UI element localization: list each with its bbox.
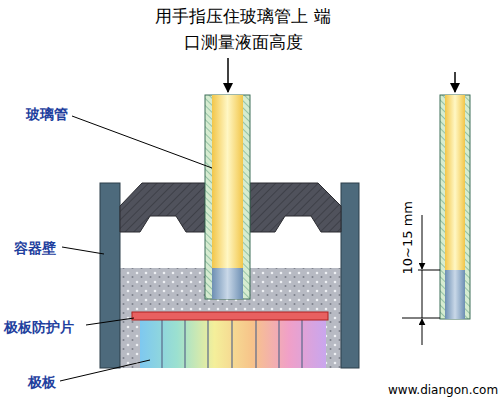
lid bbox=[250, 183, 341, 232]
container-wall bbox=[100, 183, 120, 368]
dimension: 10~15 mm bbox=[398, 201, 418, 274]
part-label: 玻璃管 bbox=[26, 104, 68, 125]
press-arrow bbox=[227, 58, 229, 92]
part-label: 极板 bbox=[28, 372, 56, 393]
plate-separators bbox=[162, 320, 302, 368]
press-arrow bbox=[454, 72, 456, 92]
electrolyte bbox=[120, 268, 341, 368]
lid bbox=[120, 183, 205, 232]
plates bbox=[140, 320, 326, 368]
tube-liquid bbox=[445, 270, 465, 319]
glass-tube bbox=[440, 95, 470, 319]
watermark: www.diangon.com bbox=[388, 381, 498, 399]
tube-air bbox=[212, 95, 243, 268]
glass-tube bbox=[205, 95, 250, 299]
container-wall bbox=[341, 183, 359, 368]
tube-liquid bbox=[212, 268, 243, 299]
instruction-note: 用手指压住玻璃管上 端口测量液面高度 bbox=[155, 4, 331, 55]
protection-sheet bbox=[132, 312, 328, 320]
part-label: 极板防护片 bbox=[4, 317, 74, 338]
tube-air bbox=[445, 95, 465, 270]
leader-lines bbox=[60, 116, 212, 381]
part-label: 容器壁 bbox=[14, 238, 56, 259]
